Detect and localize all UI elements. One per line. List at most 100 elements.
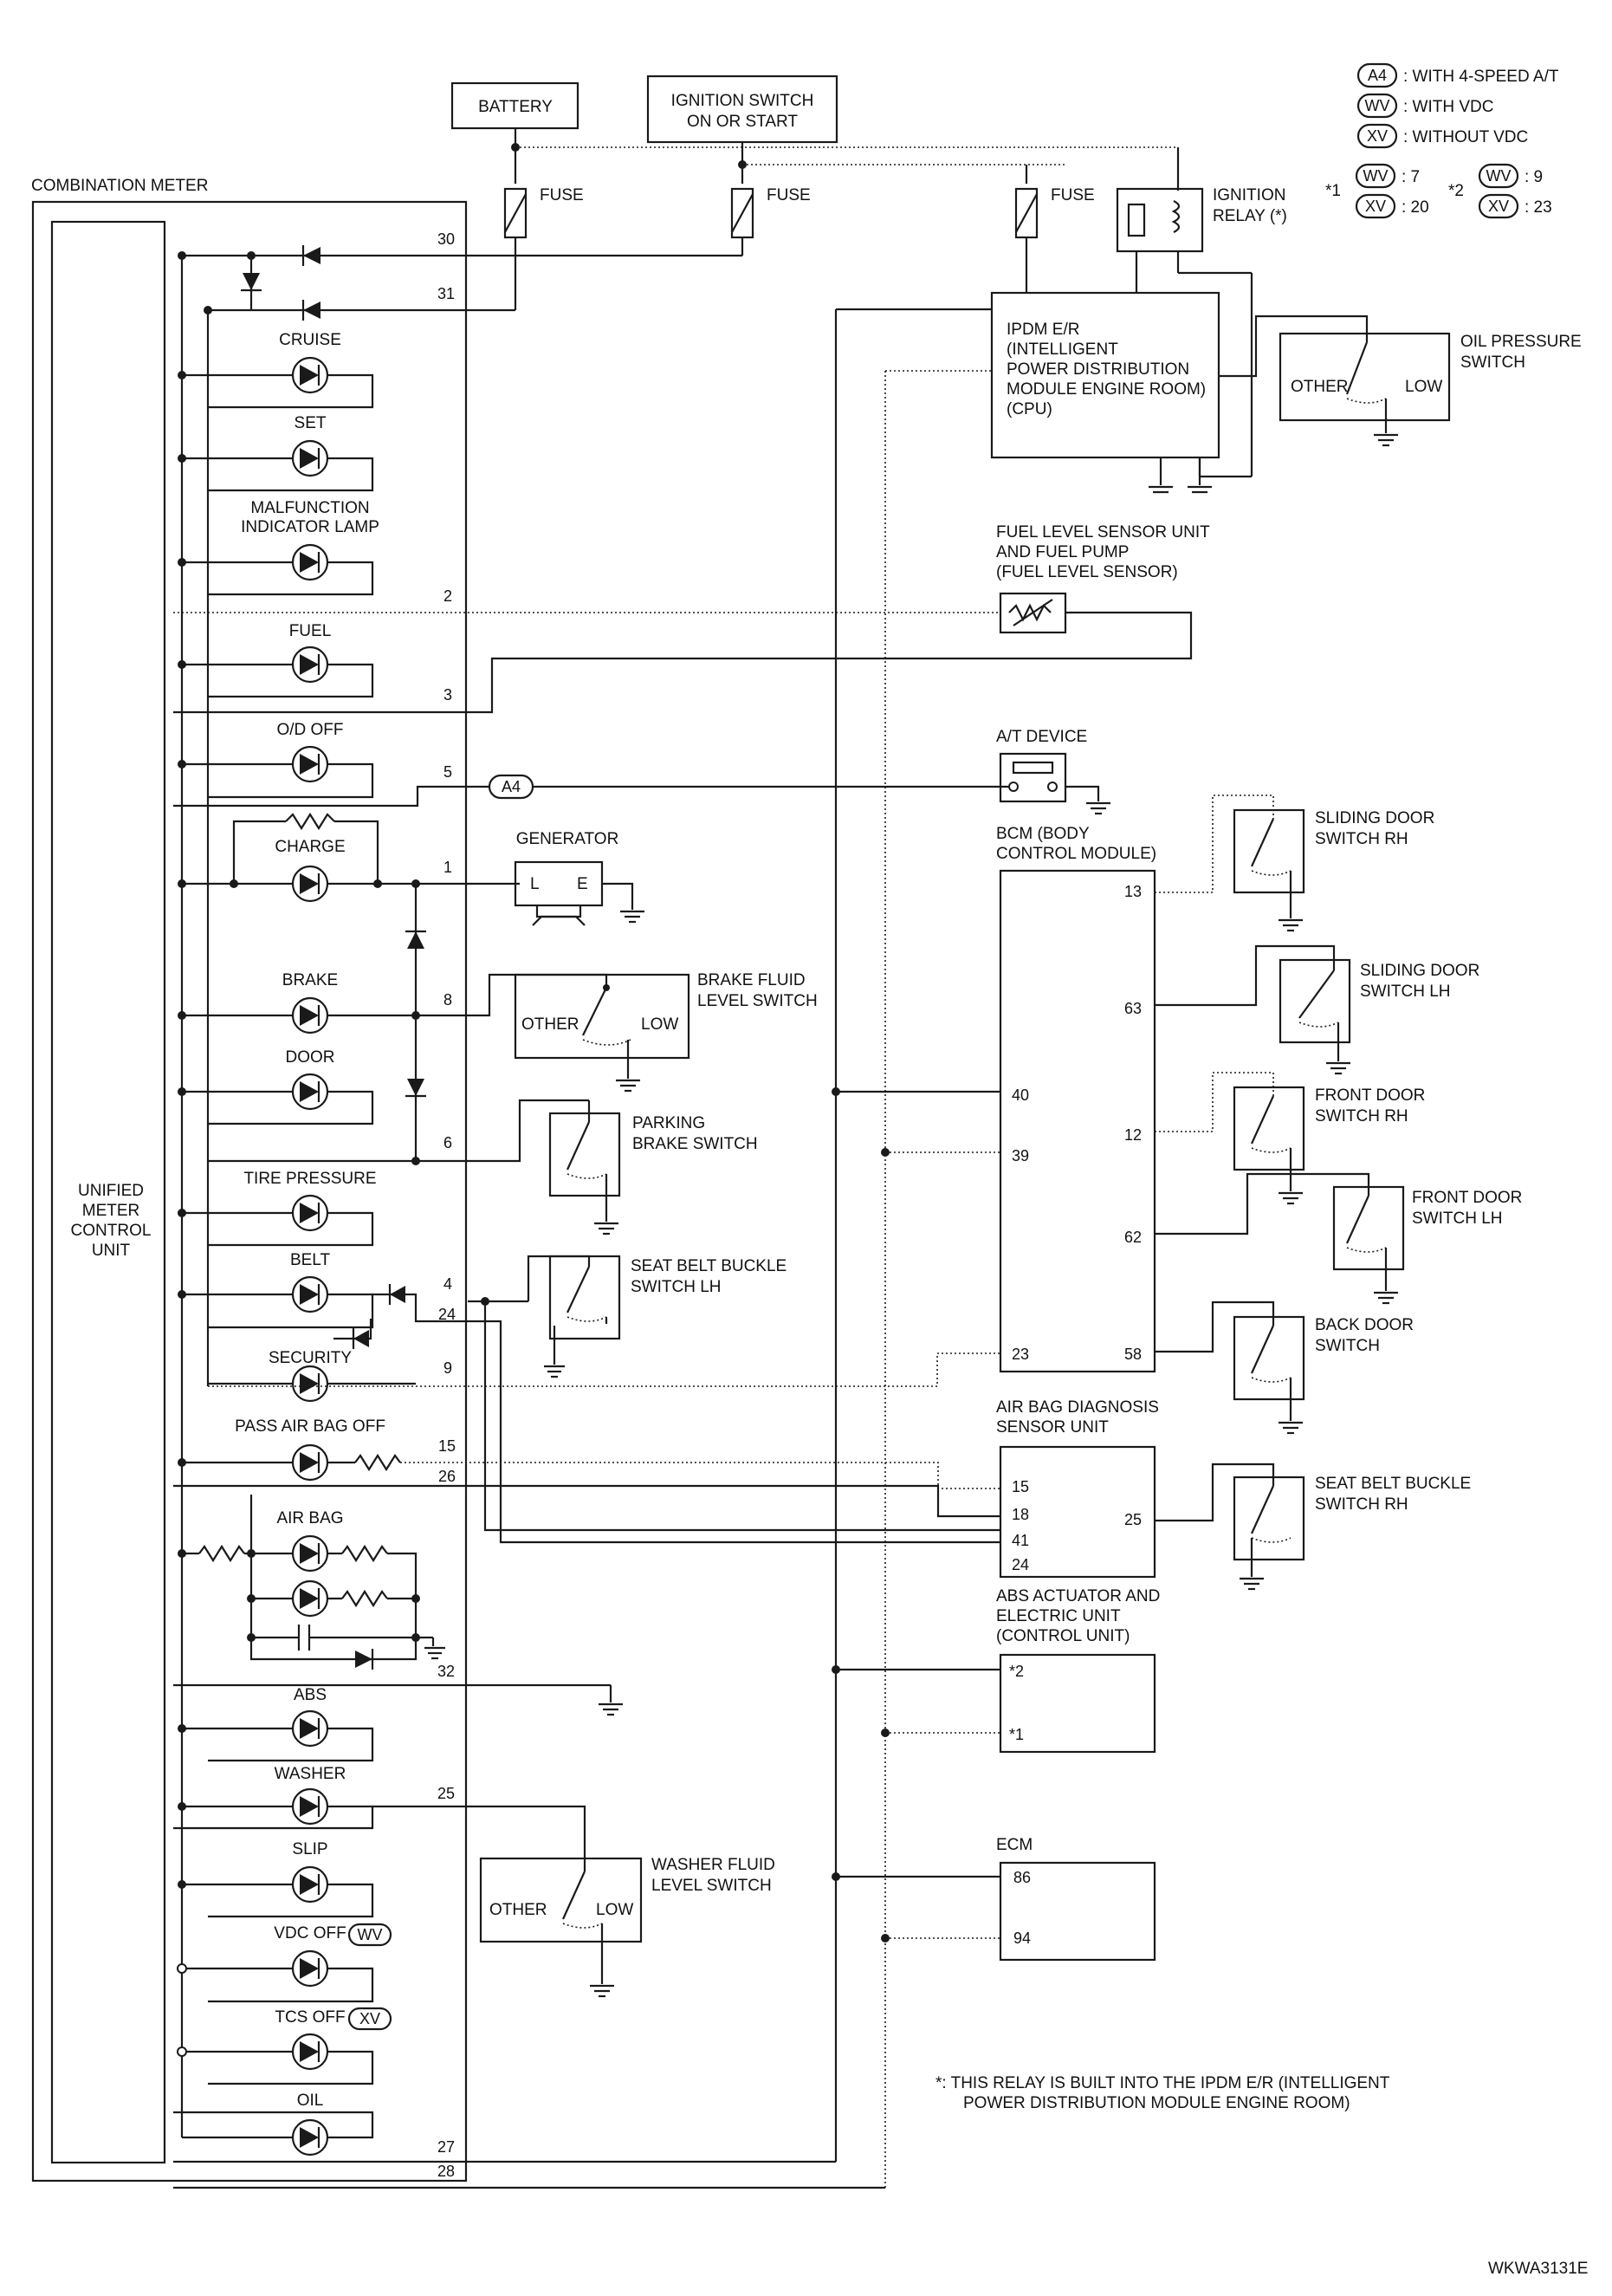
indicator-set: SET bbox=[178, 414, 374, 492]
j-pin6 bbox=[411, 1157, 420, 1165]
airbag-pin-41: 41 bbox=[1012, 1532, 1029, 1549]
abs-unit-label-1: ABS ACTUATOR AND bbox=[996, 1587, 1160, 1605]
washer-fluid-ground bbox=[590, 1984, 614, 1998]
seatbelt-rh-label-2: SWITCH RH bbox=[1315, 1495, 1408, 1514]
brake-label: BRAKE bbox=[282, 971, 338, 989]
seatbelt-rh-label-1: SEAT BELT BUCKLE bbox=[1315, 1475, 1471, 1493]
seat-belt-rh-switch: SEAT BELT BUCKLE SWITCH RH bbox=[1155, 1463, 1471, 1591]
ignition-relay-label-2: RELAY (*) bbox=[1213, 207, 1287, 225]
legend-a4-text: : WITH 4-SPEED A/T bbox=[1403, 68, 1559, 86]
ignition-switch-label-1: IGNITION SWITCH bbox=[671, 92, 814, 110]
note1-wv-text: : 7 bbox=[1402, 168, 1420, 186]
washer-fluid-label-1: WASHER FLUID bbox=[651, 1856, 775, 1874]
abs-pin-s2: *2 bbox=[1009, 1663, 1024, 1680]
fuel-sensor-arrow bbox=[1013, 599, 1053, 626]
pin-27: 27 bbox=[437, 2138, 455, 2156]
sliding-door-lh-switch: SLIDING DOOR SWITCH LH bbox=[1155, 944, 1479, 1075]
generator-base bbox=[535, 905, 582, 918]
bcm-pin-58: 58 bbox=[1124, 1346, 1142, 1363]
security-diode-route bbox=[333, 1319, 372, 1340]
at-device-contact bbox=[1012, 761, 1054, 775]
fuel-sensor-resistor bbox=[1008, 603, 1052, 622]
bcm-pin-40: 40 bbox=[1012, 1086, 1029, 1104]
note1-xv-tag-text: XV bbox=[1365, 198, 1386, 215]
oil-pressure-low: LOW bbox=[1405, 378, 1442, 396]
pin-26: 26 bbox=[438, 1468, 456, 1485]
fuse-2-label: FUSE bbox=[767, 186, 811, 204]
bcm-label-1: BCM (BODY bbox=[996, 825, 1090, 843]
note1-mark: *1 bbox=[1325, 182, 1341, 200]
fuse-3-label: FUSE bbox=[1051, 186, 1095, 204]
bcm-pin-63: 63 bbox=[1124, 1000, 1142, 1017]
abs-label: ABS bbox=[294, 1686, 327, 1704]
abs-pin-s1: *1 bbox=[1009, 1726, 1024, 1743]
fuel-sensor-box bbox=[999, 592, 1067, 634]
indicator-cruise: CRUISE bbox=[178, 331, 374, 409]
diode-brake bbox=[407, 931, 424, 949]
generator-ground bbox=[620, 910, 644, 924]
fuel-sensor-label-1: FUEL LEVEL SENSOR UNIT bbox=[996, 523, 1210, 542]
a4-tag-text: A4 bbox=[502, 778, 521, 795]
at-device-gnd-wire bbox=[1065, 785, 1100, 801]
note2-mark: *2 bbox=[1448, 182, 1464, 200]
mil-label-1: MALFUNCTION bbox=[250, 499, 369, 517]
pin3-wire bbox=[173, 611, 1193, 714]
combination-meter-box bbox=[31, 200, 468, 2182]
generator-box bbox=[514, 860, 604, 907]
at-device-t1 bbox=[1008, 782, 1019, 792]
mil-label-2: INDICATOR LAMP bbox=[241, 518, 379, 536]
sliding-lh-label-1: SLIDING DOOR bbox=[1360, 962, 1479, 980]
combination-meter-title: COMBINATION METER bbox=[31, 177, 208, 195]
front-door-rh-switch: FRONT DOOR SWITCH RH bbox=[1155, 1072, 1425, 1205]
note2-xv-tag-text: XV bbox=[1488, 198, 1509, 215]
brake-fluid-pivot bbox=[603, 984, 610, 991]
indicator-fuel: FUEL bbox=[178, 622, 374, 698]
indicator-slip: SLIP bbox=[178, 1840, 374, 1918]
airbag-pin-25: 25 bbox=[1124, 1511, 1142, 1528]
pin-31: 31 bbox=[437, 285, 455, 302]
sliding-rh-label-2: SWITCH RH bbox=[1315, 830, 1408, 848]
pin25-wire bbox=[372, 1805, 586, 1871]
bcm-pin-23: 23 bbox=[1012, 1346, 1029, 1363]
brake-fluid-arc bbox=[582, 1039, 631, 1046]
footnote-2: POWER DISTRIBUTION MODULE ENGINE ROOM) bbox=[963, 2094, 1350, 2112]
brake-fluid-label-2: LEVEL SWITCH bbox=[697, 992, 818, 1010]
seatbelt-lh-label-1: SEAT BELT BUCKLE bbox=[631, 1257, 787, 1275]
pin15-wire bbox=[400, 1462, 1000, 1489]
oil-pressure-box bbox=[1279, 332, 1451, 422]
diode-31 bbox=[303, 302, 320, 319]
seatbelt-lh-label-2: SWITCH LH bbox=[631, 1278, 722, 1296]
washer-fluid-arc bbox=[562, 1923, 603, 1929]
indicator-od-off: O/D OFF bbox=[178, 721, 374, 799]
indicator-tire-pressure: TIRE PRESSURE bbox=[178, 1170, 377, 1247]
note1-xv-text: : 20 bbox=[1402, 198, 1429, 217]
sliding-door-rh-switch: SLIDING DOOR SWITCH RH bbox=[1155, 795, 1434, 932]
sliding-lh-label-2: SWITCH LH bbox=[1360, 983, 1451, 1001]
set-label: SET bbox=[295, 414, 327, 432]
indicator-abs: ABS bbox=[178, 1686, 374, 1762]
indicator-door: DOOR bbox=[178, 1048, 374, 1125]
seatbelt-lh-ground bbox=[544, 1365, 565, 1378]
note2-xv-tag bbox=[1478, 193, 1519, 219]
ecm-pin-86: 86 bbox=[1013, 1869, 1031, 1886]
indicator-belt: BELT bbox=[178, 1251, 374, 1329]
front-rh-label-2: SWITCH RH bbox=[1315, 1107, 1408, 1125]
ecm-pin-94: 94 bbox=[1013, 1930, 1031, 1947]
front-lh-label-1: FRONT DOOR bbox=[1412, 1189, 1522, 1207]
battery-label: BATTERY bbox=[478, 98, 553, 116]
door-label: DOOR bbox=[286, 1048, 335, 1067]
oil-pressure-arc bbox=[1346, 398, 1387, 404]
brake-fluid-low: LOW bbox=[641, 1015, 678, 1034]
tcs-off-label: TCS OFF bbox=[275, 2008, 345, 2027]
airbag-pin-18: 18 bbox=[1012, 1506, 1029, 1523]
indicator-charge: CHARGE bbox=[178, 812, 520, 903]
ipdm-label-4: MODULE ENGINE ROOM) bbox=[1007, 380, 1206, 399]
legend-xv-text: : WITHOUT VDC bbox=[1403, 128, 1528, 146]
j-31 bbox=[204, 306, 212, 315]
parking-brake-label-1: PARKING bbox=[632, 1114, 705, 1132]
washer-fluid-low: LOW bbox=[596, 1901, 633, 1919]
abs-unit-label-2: ELECTRIC UNIT bbox=[996, 1607, 1121, 1625]
ignition-switch-label-2: ON OR START bbox=[687, 113, 798, 131]
oil-pressure-ground bbox=[1374, 433, 1398, 447]
fuel-sensor-label-3: (FUEL LEVEL SENSOR) bbox=[996, 563, 1178, 581]
